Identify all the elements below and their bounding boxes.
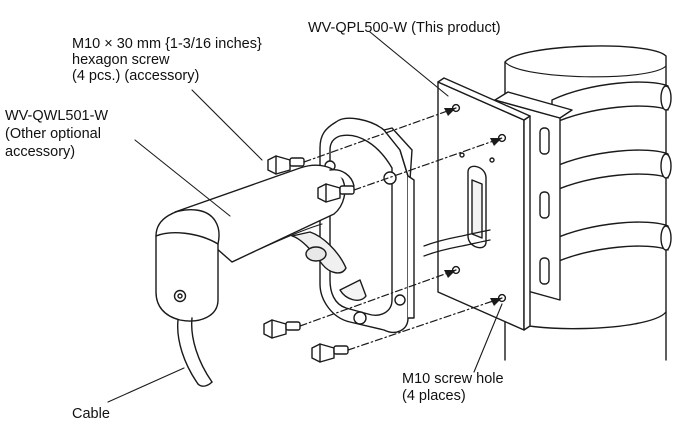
screw-label-line-2: hexagon screw: [72, 52, 170, 68]
elbow-housing: [155, 209, 220, 322]
optional-label-line-2: (Other optional: [5, 126, 101, 142]
screw-label-line-1: M10 × 30 mm {1-3/16 inches}: [72, 36, 262, 52]
wall-mount-bracket: [319, 117, 415, 334]
cable-label: Cable: [72, 406, 110, 422]
alignment-arrows: [444, 108, 502, 306]
leader-lines: [107, 31, 503, 403]
alignment-lines: [299, 107, 503, 351]
hex-screw-1: [267, 155, 305, 175]
optional-label-line-1: WV-QWL501-W: [5, 108, 108, 124]
hex-screw-3: [263, 319, 301, 339]
cable: [176, 229, 491, 387]
screw-hole-label-line-1: M10 screw hole: [402, 371, 504, 387]
hex-screw-2: [317, 183, 355, 203]
screw-label-line-3: (4 pcs.) (accessory): [72, 68, 199, 84]
callout-labels: M10 × 30 mm {1-3/16 inches} hexagon scre…: [5, 20, 504, 422]
product-label: WV-QPL500-W (This product): [308, 20, 501, 36]
pole-bands: [551, 81, 672, 265]
hex-screws: [263, 155, 355, 363]
hex-screw-4: [311, 343, 349, 363]
pole-mount-plate: [437, 77, 531, 331]
screw-hole-label-line-2: (4 places): [402, 388, 466, 404]
optional-label-line-3: accessory): [5, 144, 75, 160]
